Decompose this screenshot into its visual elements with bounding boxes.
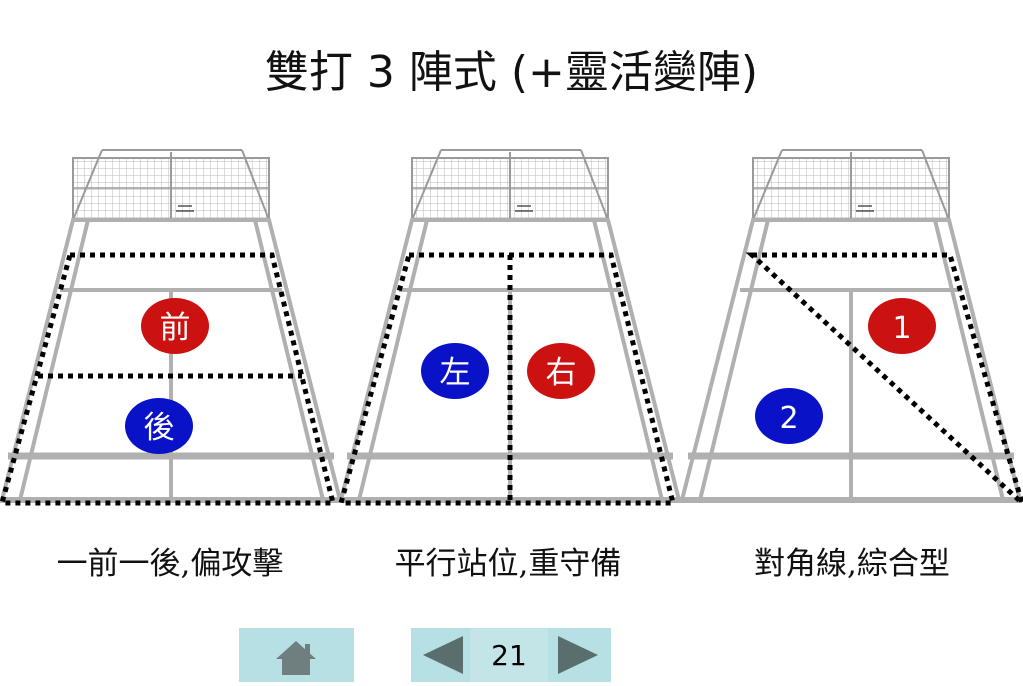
- next-button[interactable]: [548, 628, 611, 682]
- court-side-by-side: [337, 150, 681, 506]
- page-title: 雙打 3 陣式 (+靈活變陣): [264, 47, 759, 98]
- player-left: 左: [421, 343, 489, 399]
- svg-text:1: 1: [892, 311, 911, 346]
- svg-text:後: 後: [144, 410, 175, 446]
- player-back: 後: [125, 398, 193, 454]
- player-right: 右: [527, 343, 595, 399]
- page-number: 21: [470, 628, 548, 682]
- svg-text:右: 右: [546, 355, 577, 391]
- svg-text:2: 2: [779, 401, 798, 436]
- triangle-left-icon: [423, 636, 463, 674]
- triangle-right-icon: [558, 636, 598, 674]
- caption-front-back: 一前一後,偏攻擊: [56, 546, 284, 582]
- player-1: 1: [868, 298, 936, 354]
- player-front: 前: [141, 298, 209, 354]
- svg-text:前: 前: [160, 310, 191, 346]
- player-2: 2: [755, 388, 823, 444]
- svg-text:左: 左: [440, 355, 471, 391]
- prev-button[interactable]: [411, 628, 470, 682]
- home-button[interactable]: [239, 628, 354, 682]
- home-icon: [276, 641, 316, 675]
- caption-diagonal: 對角線,綜合型: [754, 546, 950, 582]
- diagonal-zone: [745, 252, 1023, 508]
- zone-outline: [337, 252, 677, 506]
- zone-outline: [0, 252, 337, 506]
- court-diagonal: [680, 150, 1023, 508]
- court-front-back: [0, 150, 342, 506]
- caption-side-by-side: 平行站位,重守備: [394, 546, 622, 582]
